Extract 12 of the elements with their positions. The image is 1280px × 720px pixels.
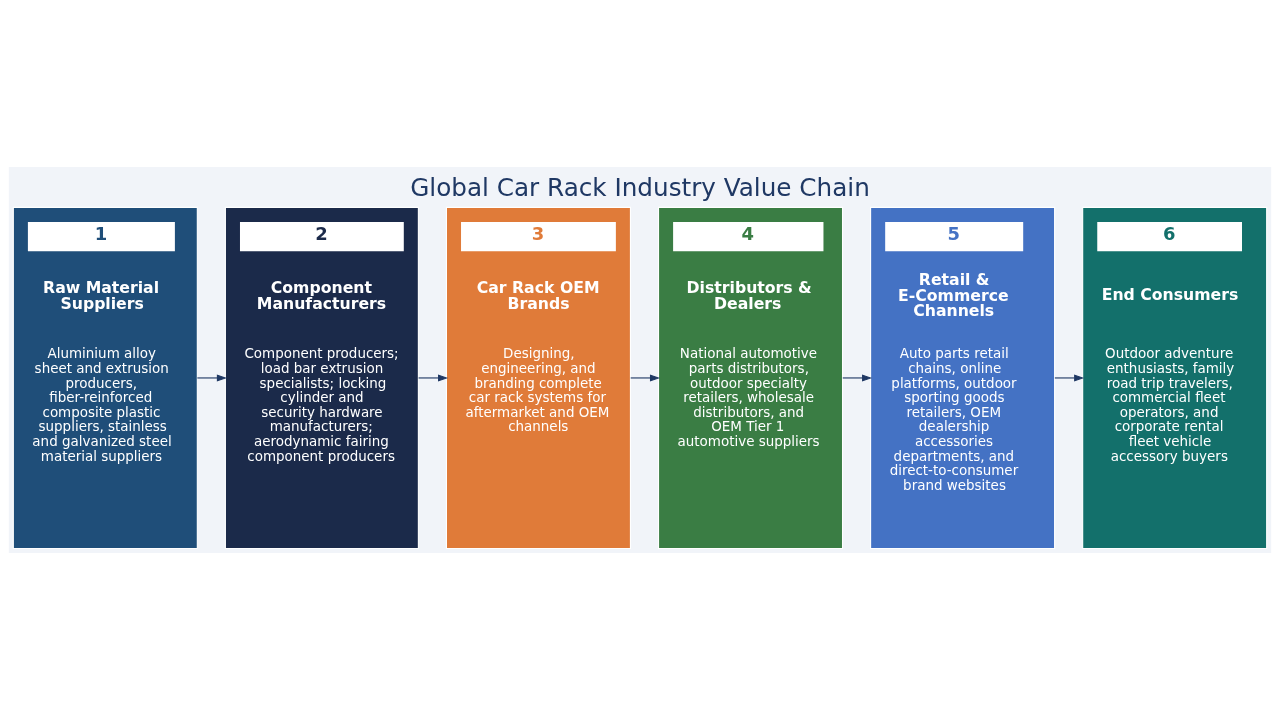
diagram-title: Global Car Rack Industry Value Chain <box>410 172 870 202</box>
node-box: 6 End Consumers Outdoor adventure enthusiasts, family road trip travelers, commercial fleet operators, and corporate rental fleet vehicle accessory buyers <box>1082 206 1268 550</box>
node-box: 5 Retail & E-Commerce Channels Auto parts retail chains, online platforms, outdoor sporting goods retailers, OEM dealership accessories departments, and direct-to-consumer brand websites <box>870 206 1056 550</box>
arrow <box>418 374 449 382</box>
node-box: 3 Car Rack OEM Brands Designing, engineering, and branding complete car rack systems for aftermarket and OEM channels <box>445 206 631 550</box>
arrow <box>842 374 873 382</box>
arrow <box>1054 374 1085 382</box>
arrow <box>630 374 661 382</box>
arrow <box>196 374 227 382</box>
node-box: 1 Raw Material Suppliers Aluminium alloy sheet and extrusion producers, fiber-reinforced composite plastic suppliers, stainless and galvanized steel material suppliers <box>12 206 198 550</box>
node-box: 4 Distributors & Dealers National automotive parts distributors, outdoor specialty retailers, wholesale distributors, and OEM Tier 1 automotive suppliers <box>657 206 844 550</box>
node-box: 2 Component Manufacturers Component producers; load bar extrusion specialists; locking cylinder and security hardware manufacturers; aerodynamic fairing component producers <box>224 206 419 550</box>
